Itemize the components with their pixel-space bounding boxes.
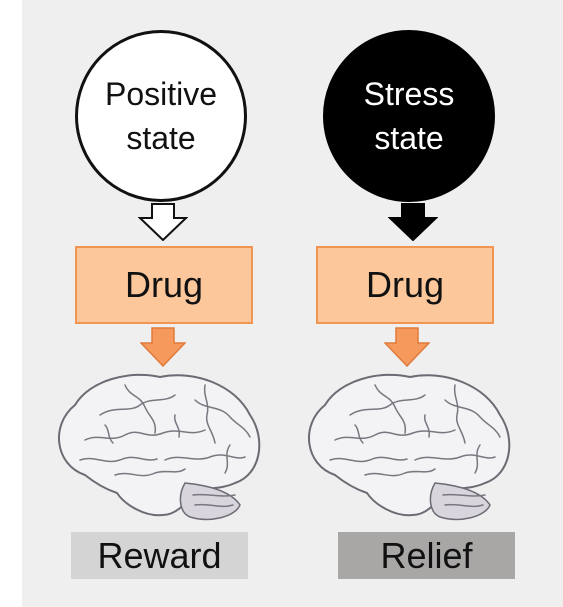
- drug-label-left: Drug: [124, 264, 204, 305]
- stress-state-line1: Stress: [363, 76, 455, 112]
- positive-state-circle: Positive state: [75, 30, 247, 202]
- down-arrow-black-icon: [388, 203, 438, 241]
- reward-box: Reward: [71, 532, 248, 579]
- relief-box: Relief: [338, 532, 515, 579]
- drug-label-right: Drug: [365, 264, 445, 305]
- down-arrow-orange-left-icon: [140, 327, 186, 367]
- relief-label: Relief: [380, 534, 473, 576]
- brain-left-icon: [58, 373, 261, 521]
- stress-state-circle: Stress state: [323, 30, 495, 202]
- brain-right-icon: [308, 373, 511, 521]
- positive-state-line1: Positive: [104, 76, 218, 112]
- drug-box-right: Drug: [316, 246, 494, 324]
- reward-label: Reward: [97, 534, 222, 576]
- down-arrow-outline-icon: [138, 203, 188, 241]
- drug-box-left: Drug: [75, 246, 253, 324]
- positive-state-line2: state: [126, 120, 196, 156]
- down-arrow-orange-right-icon: [384, 327, 430, 367]
- stress-state-line2: state: [374, 120, 444, 156]
